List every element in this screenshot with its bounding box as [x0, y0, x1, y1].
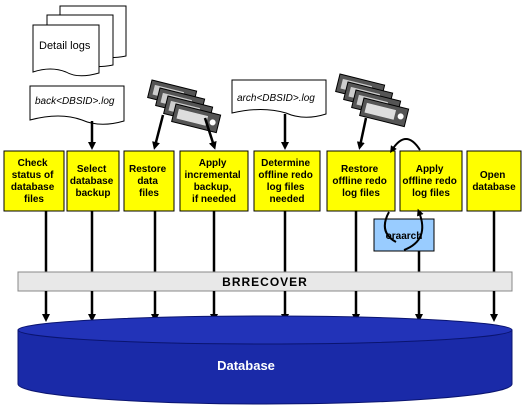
step-box-6: Apply offline redo log files [399, 150, 463, 212]
arrow-tape-restore [152, 114, 165, 150]
step-box-6-text: Apply offline redo log files [402, 164, 459, 199]
step-box-7: Open database [466, 150, 522, 212]
database-label: Database [217, 358, 275, 373]
step-box-2-text: Restore data files [129, 164, 169, 199]
database-cylinder: Database [17, 315, 513, 405]
detail-logs-label: Detail logs [39, 40, 91, 52]
brrecover-label: BRRECOVER [222, 275, 308, 289]
step-box-1: Select database backup [66, 150, 120, 212]
arrow-tape-restore-redo [356, 117, 368, 150]
step-box-4-text: Determine offline redo log files needed [258, 158, 315, 205]
step-box-7-text: Open database [472, 170, 516, 193]
step-box-3: Apply incremental backup, if needed [179, 150, 249, 212]
archive-log-document: arch<DBSID>.log [231, 79, 327, 118]
backup-log-document: back<DBSID>.log [29, 85, 125, 125]
step-box-3-text: Apply incremental backup, if needed [185, 158, 244, 205]
arrow-tape-apply [203, 117, 217, 150]
step-box-5-text: Restore offline redo log files [332, 164, 389, 199]
tape-device-icon [147, 79, 222, 134]
circular-arrow-right [403, 208, 424, 251]
circular-arrow-top [390, 138, 421, 153]
step-box-1-text: Select database backup [70, 164, 116, 199]
oraarch-label: oraarch [386, 231, 423, 242]
step-box-0: Check status of database files [3, 150, 65, 212]
circular-arrow-left [383, 211, 397, 243]
tape-device-icon [335, 73, 410, 128]
backup-log-label: back<DBSID>.log [35, 96, 115, 107]
step-box-4: Determine offline redo log files needed [253, 150, 321, 212]
step-box-0-text: Check status of database files [11, 158, 57, 205]
detail-logs-document: Detail logs [32, 5, 127, 77]
brrecover-bar: BRRECOVER [17, 271, 513, 292]
archive-log-label: arch<DBSID>.log [237, 93, 315, 104]
step-box-5: Restore offline redo log files [326, 150, 396, 212]
step-box-2: Restore data files [123, 150, 175, 212]
oraarch-box: oraarch [373, 218, 435, 252]
